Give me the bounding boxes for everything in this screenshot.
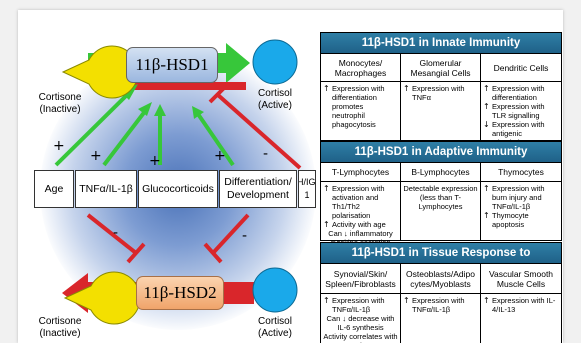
list-item-text: Activity correlates with ESR in RA: [323, 332, 398, 343]
cortisol-bottom-label: Cortisol (Active): [258, 316, 292, 339]
tissue-response-table: 11β-HSD1 in Tissue Response to Inflammat…: [320, 242, 562, 343]
list-item-text: Expression with burn injury and TNFα/IL-…: [492, 184, 545, 211]
list-item-text: Expression with TNFα: [412, 84, 465, 102]
up-arrow-icon: ↑: [403, 296, 410, 305]
cortisone-top-label: Cortisone (Inactive): [38, 92, 82, 115]
age-arrowhead: [121, 84, 138, 100]
column-header: B-Lymphocytes: [401, 163, 480, 182]
list-item-text: Detectable expression (less than T-Lymph…: [403, 184, 478, 211]
column-header: Monocytes/ Macrophages: [321, 54, 400, 82]
list-item: ↑Expression with TNFα/IL-1β: [403, 296, 478, 314]
up-arrow-icon: ↑: [323, 296, 330, 305]
cortisol-bottom-shape: [252, 267, 298, 313]
table-column: T-Lymphocytes ↑Expression with activation…: [321, 163, 401, 247]
list-item-text: Expression with TNFα/IL-1β: [332, 296, 385, 314]
up-arrow-icon: ↑: [323, 84, 330, 93]
up-arrow-icon: ↑: [483, 211, 490, 220]
up-arrow-icon: ↑: [483, 296, 490, 305]
list-item: ↑Expression with differentiation promote…: [323, 84, 398, 129]
list-item-text: Expression with activation and Th1/Th2 p…: [332, 184, 385, 220]
up-arrow-icon: ↑: [323, 184, 330, 193]
column-body: ↑Expression with TNFα/IL-1β: [401, 294, 480, 343]
cortisol-top-label: Cortisol (Active): [258, 88, 292, 111]
list-item: Activity correlates with ESR in RA: [323, 332, 398, 343]
figure-panel: 11β-HSD1 11β-HSD2 Cortisone (Inactive) C…: [18, 10, 563, 343]
column-body: ↑Expression with TNFα: [401, 82, 480, 140]
diff-sign: +: [214, 148, 226, 164]
table-column: Osteoblasts/Adipo cytes/Myoblasts ↑Expres…: [401, 264, 481, 343]
column-header: Osteoblasts/Adipo cytes/Myoblasts: [401, 264, 480, 294]
factor-age: Age: [34, 170, 74, 208]
up-arrow-icon: ↑: [483, 184, 490, 193]
cortisone-bottom-label: Cortisone (Inactive): [38, 316, 82, 339]
tnf-sign: +: [90, 148, 102, 164]
cortisol-top-shape: [252, 39, 298, 85]
list-item: Detectable expression (less than T-Lymph…: [403, 184, 478, 211]
list-item: ↑Expression with TNFα: [403, 84, 478, 102]
gc-arrowhead: [154, 104, 166, 116]
list-item-text: Thymocyte apoptosis: [492, 211, 529, 229]
innate-immunity-table: 11β-HSD1 in Innate Immunity Monocytes/ M…: [320, 32, 562, 147]
column-body: ↑Expression with IL-4/IL-13: [481, 294, 561, 343]
column-body: ↑Expression with differentiation↑Express…: [481, 82, 561, 147]
table-title: 11β-HSD1 in Adaptive Immunity: [321, 142, 561, 163]
hsd2-right-sign: -: [242, 228, 248, 244]
column-header: Thymocytes: [481, 163, 561, 182]
table-column: Thymocytes ↑Expression with burn injury a…: [481, 163, 561, 240]
diff-arrowhead: [192, 106, 204, 119]
down-arrow-icon: ↓: [483, 120, 490, 129]
list-item: ↑Expression with burn injury and TNFα/IL…: [483, 184, 559, 211]
list-item-text: Expression with TLR signalling: [492, 102, 545, 120]
factor-differentiation: Differentiation/ Development: [219, 170, 297, 208]
list-item-text: Expression with differentiation: [492, 84, 545, 102]
list-item: ↑Expression with IL-4/IL-13: [483, 296, 559, 314]
list-item-text: Expression with IL-4/IL-13: [492, 296, 556, 314]
table-column: Glomerular Mesangial Cells ↑Expression wi…: [401, 54, 481, 140]
hsd2-box: 11β-HSD2: [136, 276, 224, 310]
adaptive-immunity-table: 11β-HSD1 in Adaptive Immunity T-Lymphocy…: [320, 141, 562, 247]
list-item-text: Can ↓ decrease with IL-6 synthesis: [326, 314, 395, 332]
gh-sign: -: [263, 146, 269, 162]
list-item: ↑Expression with TNFα/IL-1β: [323, 296, 398, 314]
column-body: ↑Expression with burn injury and TNFα/IL…: [481, 182, 561, 240]
age-sign: +: [53, 138, 65, 154]
factor-glucocorticoids: Glucocorticoids: [138, 170, 218, 208]
list-item-text: Activity with age: [332, 220, 386, 229]
table-column: Synovial/Skin/ Spleen/Fibroblasts↑Expres…: [321, 264, 401, 343]
column-header: Vascular Smooth Muscle Cells: [481, 264, 561, 294]
list-item-text: Expression with differentiation promotes…: [332, 84, 385, 129]
list-item: ↑Thymocyte apoptosis: [483, 211, 559, 229]
list-item: ↑Expression with differentiation: [483, 84, 559, 102]
table-column: Monocytes/ Macrophages↑Expression with d…: [321, 54, 401, 140]
gc-sign: +: [149, 153, 161, 169]
up-arrow-icon: ↑: [483, 102, 490, 111]
factor-tnf-il1b: TNFα/IL-1β: [75, 170, 137, 208]
table-title: 11β-HSD1 in Tissue Response to Inflammat…: [321, 243, 561, 279]
tnf-arrowhead: [138, 102, 152, 116]
reverse-arrow-hsd1: [102, 77, 246, 95]
factor-gh-igf1: GH/IGF-1: [298, 170, 316, 208]
up-arrow-icon: ↑: [323, 220, 330, 229]
list-item: ↑Activity with age: [323, 220, 398, 229]
hsd1-box: 11β-HSD1: [126, 47, 218, 83]
list-item-text: Expression with TNFα/IL-1β: [412, 296, 465, 314]
column-body: Detectable expression (less than T-Lymph…: [401, 182, 480, 240]
list-item: Can ↓ decrease with IL-6 synthesis: [323, 314, 398, 332]
column-body: ↑Expression with activation and Th1/Th2 …: [321, 182, 400, 247]
list-item: ↑Expression with activation and Th1/Th2 …: [323, 184, 398, 220]
up-arrow-icon: ↑: [483, 84, 490, 93]
hsd2-left-sign: -: [113, 225, 119, 241]
column-header: Synovial/Skin/ Spleen/Fibroblasts: [321, 264, 400, 294]
column-header: Glomerular Mesangial Cells: [401, 54, 480, 82]
list-item: ↑Expression with TLR signalling: [483, 102, 559, 120]
column-header: Dendritic Cells: [481, 54, 561, 82]
column-body: ↑Expression with differentiation promote…: [321, 82, 400, 140]
up-arrow-icon: ↑: [403, 84, 410, 93]
table-column: Vascular Smooth Muscle Cells ↑Expression …: [481, 264, 561, 343]
table-column: Dendritic Cells↑Expression with differen…: [481, 54, 561, 147]
table-title: 11β-HSD1 in Innate Immunity: [321, 33, 561, 54]
column-header: T-Lymphocytes: [321, 163, 400, 182]
